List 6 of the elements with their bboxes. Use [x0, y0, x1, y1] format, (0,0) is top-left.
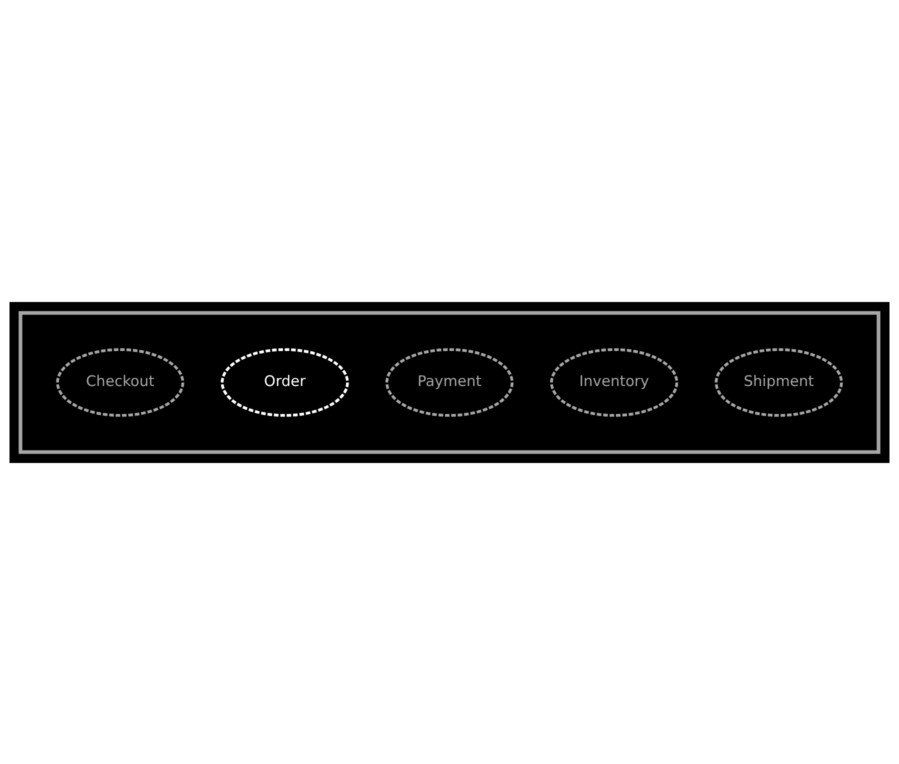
node-ellipse: Order	[220, 348, 349, 416]
cluster	[18, 310, 880, 454]
node-ellipse: Inventory	[550, 348, 678, 416]
node-ellipse: Payment	[385, 348, 514, 416]
node-ellipse: Shipment	[714, 348, 843, 416]
node-ellipse: Checkout	[56, 348, 184, 416]
